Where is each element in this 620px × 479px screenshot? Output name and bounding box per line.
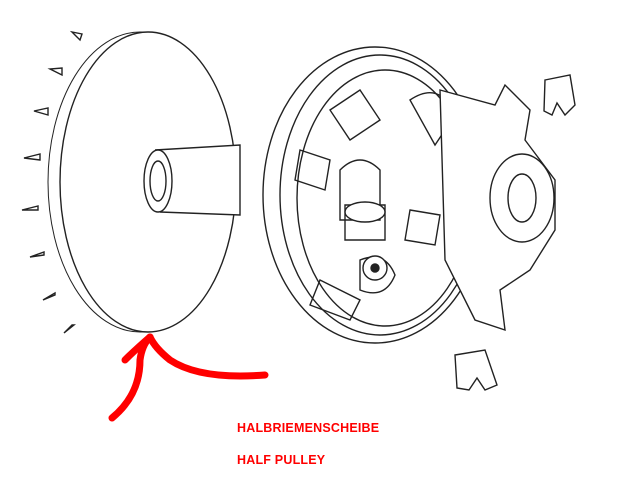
slider-piece	[454, 349, 498, 391]
pulley-shaft	[143, 144, 241, 216]
variator-hub	[439, 83, 556, 332]
label-german: HALBRIEMENSCHEIBE	[237, 421, 380, 435]
label-english: HALF PULLEY	[237, 453, 326, 467]
annotation-arrow	[108, 333, 269, 422]
variator-pulley	[262, 46, 488, 344]
slider-piece	[543, 74, 576, 117]
